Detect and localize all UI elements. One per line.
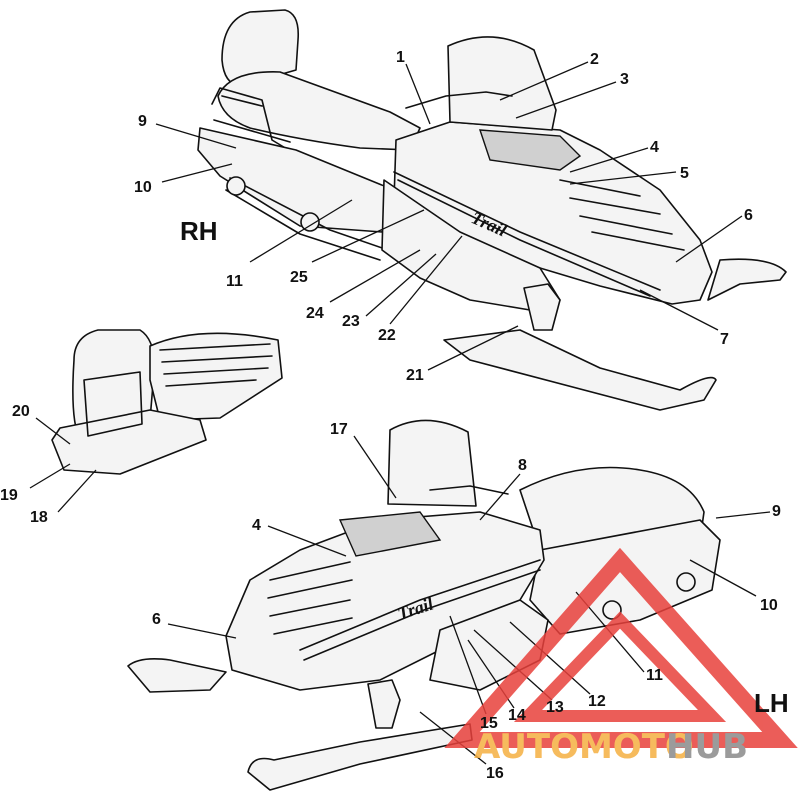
lh-side-stripe	[299, 559, 541, 661]
lh-front-ski	[127, 658, 227, 693]
callout-4a: 4	[650, 139, 659, 156]
callout-8: 8	[518, 457, 527, 474]
rh-shock	[523, 283, 561, 331]
rh-backrest	[221, 9, 300, 87]
rh-idler-wheel-rear	[226, 176, 246, 196]
leader-24	[329, 249, 421, 303]
callout-11a: 11	[226, 273, 243, 290]
lh-console	[338, 511, 442, 557]
callout-6a: 6	[744, 207, 753, 224]
rh-seat	[217, 71, 421, 151]
lh-handlebar	[429, 485, 509, 495]
lh-windshield	[387, 419, 477, 507]
leader-7	[639, 289, 719, 331]
callout-16: 16	[486, 765, 504, 782]
callout-18: 18	[30, 509, 48, 526]
leader-4a	[569, 147, 649, 173]
leader-2	[499, 61, 589, 101]
leader-10b	[689, 559, 757, 597]
leader-5	[569, 171, 677, 185]
leader-11a	[249, 199, 353, 263]
leader-12	[509, 621, 591, 695]
leader-4b	[267, 525, 347, 557]
leader-10a	[161, 163, 233, 183]
callout-23: 23	[342, 313, 360, 330]
leader-15	[449, 615, 487, 715]
rh-snowmobile: Trail	[197, 9, 787, 411]
callout-2: 2	[590, 51, 599, 68]
seat-detail-rack	[51, 409, 207, 475]
callout-9b: 9	[772, 503, 781, 520]
watermark-triangle-outer	[444, 547, 798, 748]
watermark-text-part2: HUB	[666, 727, 748, 767]
watermark: AUTOMOTO HUB	[444, 547, 798, 767]
rh-lower-ski	[443, 329, 717, 411]
callout-17: 17	[330, 421, 348, 438]
rh-hood-vents	[559, 179, 685, 251]
callout-10b: 10	[760, 597, 778, 614]
leader-22	[389, 235, 463, 325]
rh-idler-wheel-front	[300, 212, 320, 232]
seat-detail-texture	[159, 343, 273, 387]
lh-shock	[367, 679, 401, 729]
callout-14: 14	[508, 707, 526, 724]
view-label-lh: LH	[754, 688, 789, 718]
leader-17	[353, 435, 397, 499]
callout-15: 15	[480, 715, 498, 732]
callout-6b: 6	[152, 611, 161, 628]
callout-24: 24	[306, 305, 324, 322]
callout-12: 12	[588, 693, 606, 710]
callout-1: 1	[396, 49, 405, 66]
rh-handlebar	[405, 91, 513, 109]
view-label-rh: RH	[180, 216, 218, 246]
leader-3	[515, 81, 617, 119]
leader-23	[365, 253, 437, 317]
leader-1	[405, 63, 431, 125]
callout-7: 7	[720, 331, 729, 348]
rh-rack	[211, 87, 293, 153]
rh-tunnel	[197, 127, 395, 233]
leader-6b	[167, 623, 237, 639]
leader-9b	[715, 511, 771, 519]
leader-6a	[675, 215, 743, 263]
callout-25: 25	[290, 269, 308, 286]
rh-side-stripe	[393, 171, 661, 297]
leader-20	[35, 417, 71, 445]
lh-hood-vents	[267, 561, 353, 635]
lh-idler-wheel-rear	[676, 572, 696, 592]
leader-18	[57, 469, 97, 513]
leader-9a	[155, 123, 237, 149]
callout-22: 22	[378, 327, 396, 344]
watermark-text-part1: AUTOMOTO	[474, 727, 694, 767]
callout-9a: 9	[138, 113, 147, 130]
lh-idler-wheel-front	[602, 600, 622, 620]
leader-13	[473, 629, 553, 701]
rh-track	[225, 177, 389, 261]
callout-4b: 4	[252, 517, 261, 534]
seat-detail-storage	[83, 371, 143, 437]
seat-detail-cushion	[149, 332, 283, 421]
callout-20: 20	[12, 403, 30, 420]
leader-16	[419, 711, 487, 765]
callout-11b: 11	[646, 667, 663, 684]
callout-21: 21	[406, 367, 424, 384]
callout-10a: 10	[134, 179, 152, 196]
rh-console	[479, 129, 582, 171]
leader-19	[29, 463, 71, 489]
leader-8	[479, 473, 521, 521]
rh-front-ski	[707, 258, 787, 301]
callout-5: 5	[680, 165, 689, 182]
callout-13: 13	[546, 699, 564, 716]
leader-25	[311, 209, 425, 263]
leader-21	[427, 325, 519, 371]
callout-19: 19	[0, 487, 18, 504]
seat-detail	[51, 329, 283, 475]
lh-lower-ski	[247, 723, 473, 791]
rh-windshield	[447, 36, 557, 131]
callouts: 1 2 3 4 5 6 7 9 10 11 21 22 23 24 25 17 …	[0, 49, 781, 782]
watermark-triangle-inner	[513, 611, 727, 722]
callout-3: 3	[620, 71, 629, 88]
